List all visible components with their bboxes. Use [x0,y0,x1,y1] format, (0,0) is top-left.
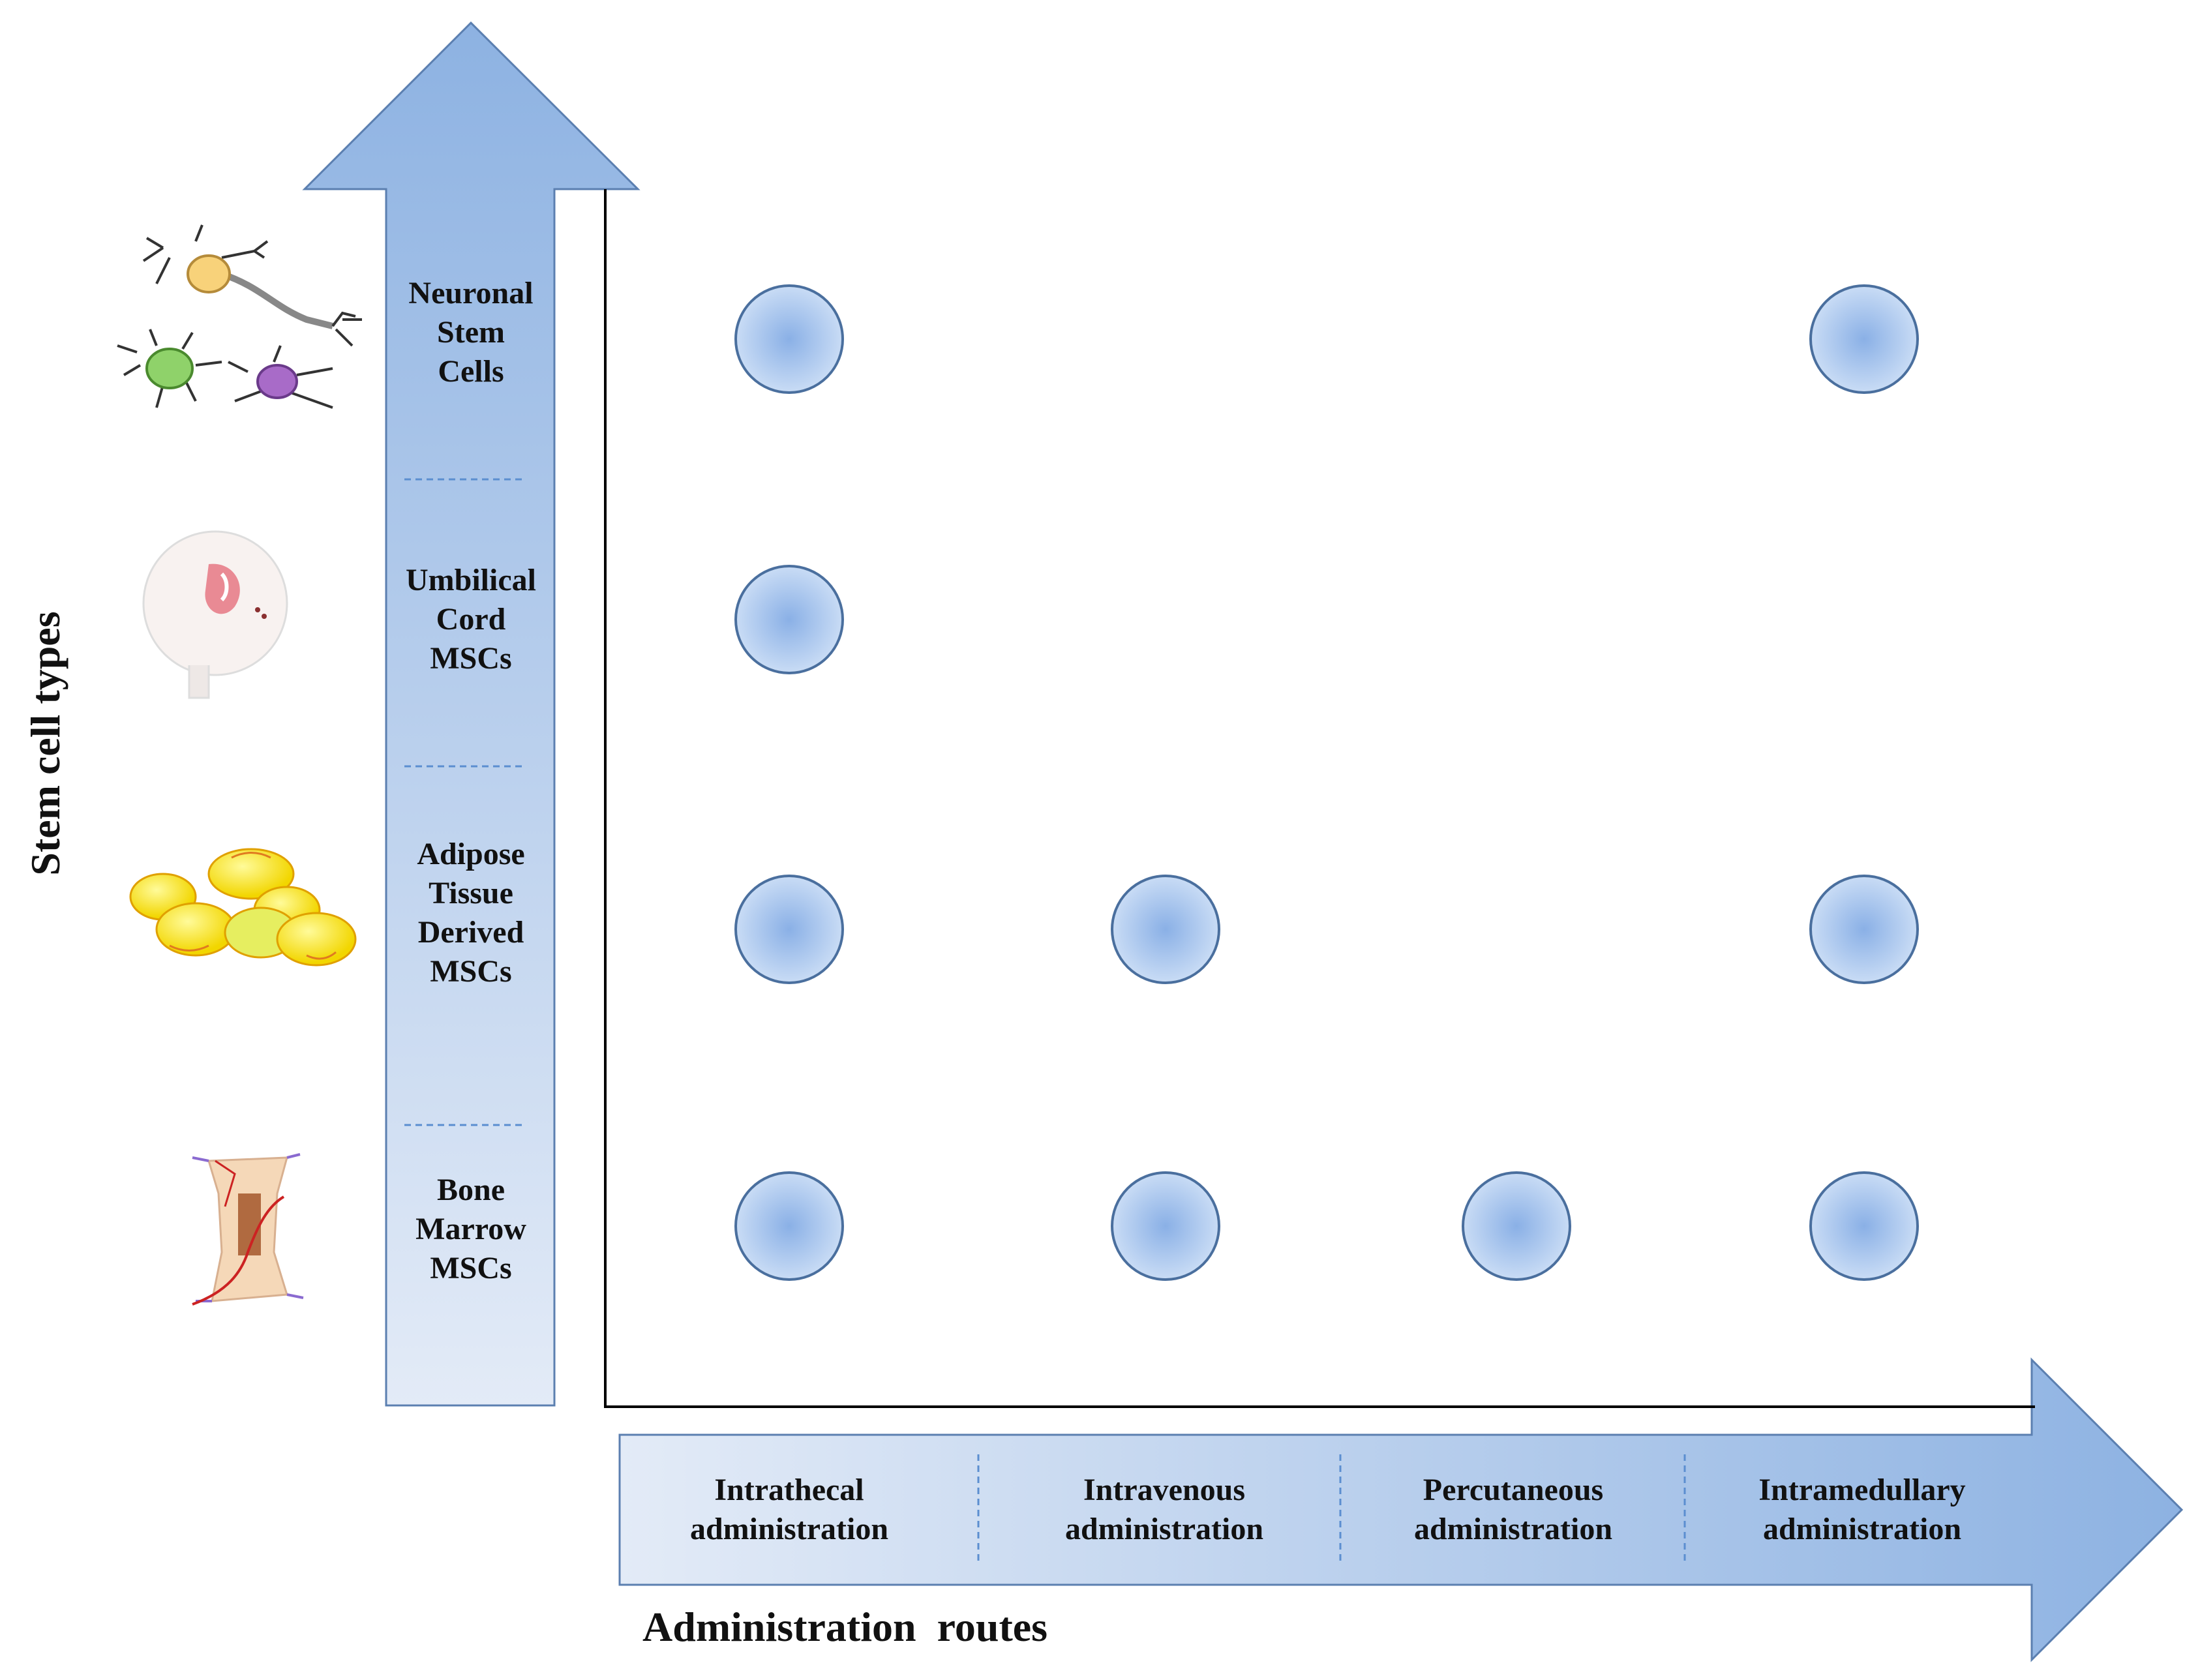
route-label-line: administration [689,1512,889,1546]
route-label-intramedullary: Intramedullary administration [1706,1461,2019,1559]
marker-neuronal-intramedullary [1809,284,1919,394]
marker-bone-intravenous [1111,1171,1220,1281]
route-label-intravenous: Intravenous administration [1008,1461,1321,1559]
route-label-percutaneous: Percutaneous administration [1357,1461,1670,1559]
route-label-intrathecal: Intrathecal administration [633,1461,946,1559]
route-label-line: Intramedullary [1758,1473,1966,1507]
route-label-line: Intravenous [1083,1473,1246,1507]
cell-label-adipose: Adipose Tissue Derived MSCs [386,815,556,1011]
cell-label-line: Stem [437,315,505,350]
cell-label-umbilical: Umbilical Cord MSCs [386,541,556,698]
cell-label-neuronal: Neuronal Stem Cells [386,254,556,411]
cell-label-line: Derived [417,915,524,950]
route-label-line: Percutaneous [1423,1473,1604,1507]
cell-label-line: Cord [436,602,506,637]
route-label-line: Intrathecal [714,1473,864,1507]
marker-bone-intramedullary [1809,1171,1919,1281]
x-axis-arrow [618,1357,2184,1662]
cell-label-line: Tissue [429,876,513,910]
cell-label-line: Adipose [417,837,525,871]
cell-label-line: Umbilical [406,563,536,597]
y-axis-title: Stem cell types [22,611,68,876]
marker-adipose-intramedullary [1809,875,1919,984]
axis-line [604,189,2035,1408]
cell-label-line: Bone [436,1173,505,1207]
y-axis-arrow [302,21,640,1407]
umbilical-cord-icon [142,530,288,699]
x-axis-title: Administration routes [642,1604,1048,1650]
adipose-cells-icon [129,848,357,967]
route-label-line: administration [1413,1512,1613,1546]
cell-label-line: Neuronal [408,276,534,310]
marker-neuronal-intrathecal [734,284,844,394]
cell-label-line: MSCs [430,641,512,676]
marker-adipose-intravenous [1111,875,1220,984]
route-label-line: administration [1762,1512,1962,1546]
marker-bone-percutaneous [1462,1171,1571,1281]
marker-bone-intrathecal [734,1171,844,1281]
cell-label-line: MSCs [430,1251,512,1285]
bone-marrow-icon [192,1153,304,1306]
cell-label-line: MSCs [430,954,512,989]
route-label-line: administration [1064,1512,1264,1546]
marker-umbilical-intrathecal [734,565,844,674]
neuron-icon [117,224,362,409]
cell-label-line: Marrow [415,1212,526,1246]
marker-adipose-intrathecal [734,875,844,984]
cell-label-bone: Bone Marrow MSCs [386,1151,556,1308]
marker-layer [734,284,1919,1281]
cell-label-line: Cells [438,354,504,389]
